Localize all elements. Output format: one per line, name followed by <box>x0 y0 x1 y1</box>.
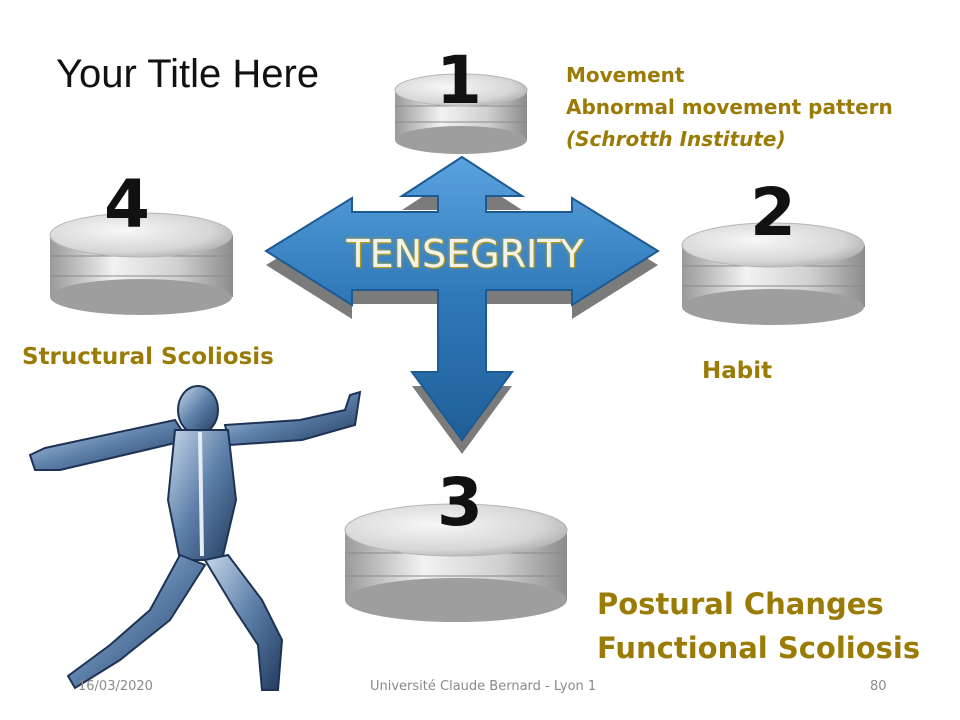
footer-date: 16/03/2020 <box>78 679 153 694</box>
label-3-line-1: Postural Changes <box>597 587 884 621</box>
label-3: Postural Changes Functional Scoliosis <box>597 582 920 670</box>
label-1-line-2: Abnormal movement pattern <box>566 95 893 119</box>
label-4-line-1: Structural Scoliosis <box>22 344 274 370</box>
stack-number-2: 2 <box>750 174 796 251</box>
label-4: Structural Scoliosis <box>22 344 274 370</box>
slide-title: Your Title Here <box>56 52 320 96</box>
label-2-line-1: Habit <box>702 358 773 384</box>
skeleton-figure-image <box>28 385 362 691</box>
tensegrity-label: TENSEGRITY <box>346 232 584 276</box>
footer-page-number: 80 <box>870 679 887 694</box>
coin-stack-3 <box>344 503 568 622</box>
coin-stack-1 <box>394 73 528 154</box>
stack-number-4: 4 <box>104 166 150 243</box>
footer-institution: Université Claude Bernard - Lyon 1 <box>370 679 597 694</box>
stack-number-1: 1 <box>436 42 482 119</box>
coin-stack-2 <box>681 222 865 325</box>
label-1: Movement Abnormal movement pattern (Schr… <box>566 59 893 155</box>
four-way-arrow <box>264 155 660 454</box>
stack-number-3: 3 <box>437 464 483 541</box>
label-1-line-1: Movement <box>566 63 685 87</box>
label-2: Habit <box>702 358 772 384</box>
label-3-line-2: Functional Scoliosis <box>597 631 921 665</box>
coin-stack-4 <box>49 212 233 315</box>
label-1-line-3: (Schrotth Institute) <box>566 127 786 151</box>
